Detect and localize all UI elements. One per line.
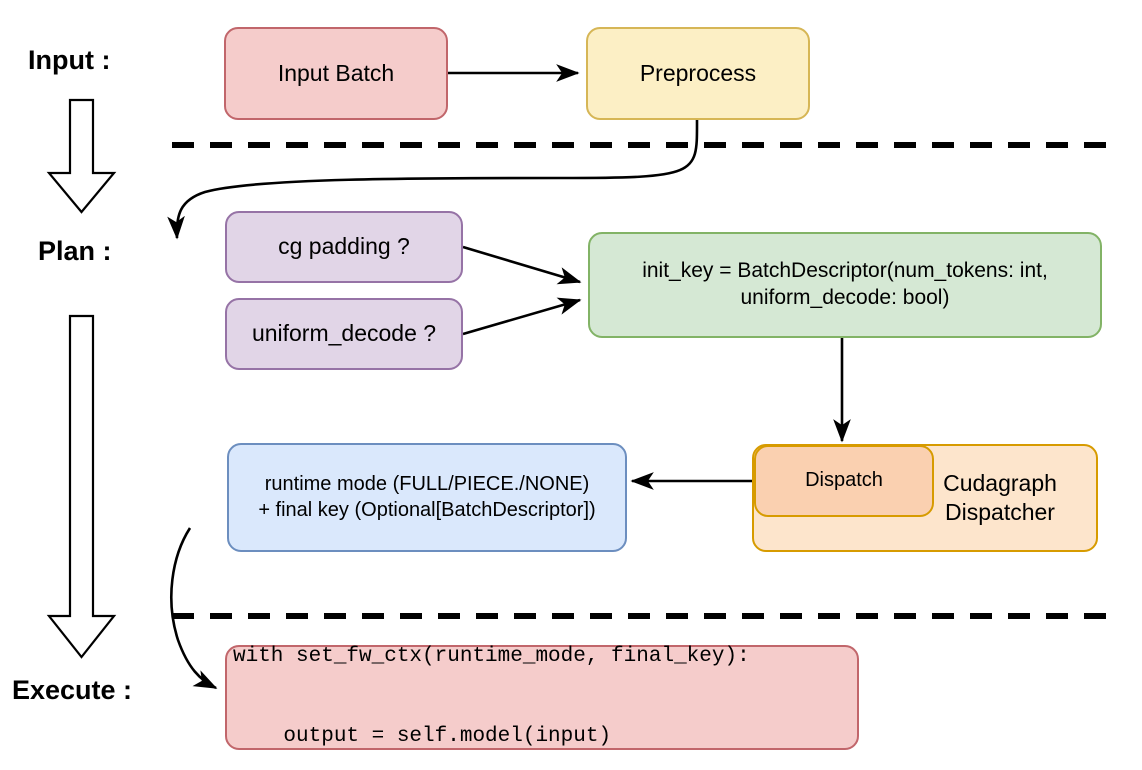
node-init-key-line2: uniform_decode: bool)	[740, 286, 950, 309]
node-cg-padding-label: cg padding ?	[278, 233, 410, 260]
node-input-batch[interactable]: Input Batch	[224, 27, 448, 120]
node-preprocess[interactable]: Preprocess	[586, 27, 810, 120]
node-init-key-line1: init_key = BatchDescriptor(num_tokens: i…	[642, 259, 1048, 283]
node-cudagraph-dispatcher-label: Cudagraph Dispatcher	[920, 469, 1080, 528]
node-init-key-text: init_key = BatchDescriptor(num_tokens: i…	[642, 258, 1048, 312]
stage-label-execute: Execute :	[12, 675, 133, 705]
node-preprocess-label: Preprocess	[639, 59, 757, 86]
node-runtime-mode-line2: + final key (Optional[BatchDescriptor])	[258, 498, 596, 521]
node-runtime-mode-line1: runtime mode (FULL/PIECE./NONE)	[264, 472, 590, 495]
node-execute-code[interactable]: with set_fw_ctx(runtime_mode, final_key)…	[225, 645, 859, 750]
input-to-plan-arrow	[46, 98, 117, 214]
node-dispatch-label: Dispatch	[805, 469, 883, 492]
node-uniform-decode-label: uniform_decode ?	[251, 320, 437, 347]
node-execute-code-text: with set_fw_ctx(runtime_mode, final_key)…	[233, 590, 750, 770]
node-execute-code-line1: with set_fw_ctx(runtime_mode, final_key)…	[233, 644, 750, 668]
node-dispatch[interactable]: Dispatch	[754, 445, 934, 517]
stage-label-input: Input :	[28, 45, 111, 75]
node-uniform-decode[interactable]: uniform_decode ?	[225, 298, 463, 370]
arrow-cg-padding-to-init-key	[462, 245, 582, 285]
node-input-batch-label: Input Batch	[277, 59, 395, 86]
node-cudagraph-dispatcher-line2: Dispatcher	[945, 499, 1055, 525]
node-cudagraph-dispatcher-line1: Cudagraph	[943, 469, 1057, 496]
node-init-key[interactable]: init_key = BatchDescriptor(num_tokens: i…	[588, 232, 1102, 338]
arrow-uniform-decode-to-init-key	[462, 297, 582, 336]
node-execute-code-line2: output = self.model(input)	[233, 725, 612, 749]
plan-to-execute-arrow	[46, 314, 117, 659]
node-runtime-mode-text: runtime mode (FULL/PIECE./NONE) + final …	[258, 472, 595, 523]
stage-label-plan: Plan :	[38, 236, 112, 266]
node-runtime-mode[interactable]: runtime mode (FULL/PIECE./NONE) + final …	[227, 443, 627, 552]
node-cg-padding[interactable]: cg padding ?	[225, 211, 463, 283]
arrow-runtime-mode-to-execute-code	[170, 527, 218, 690]
